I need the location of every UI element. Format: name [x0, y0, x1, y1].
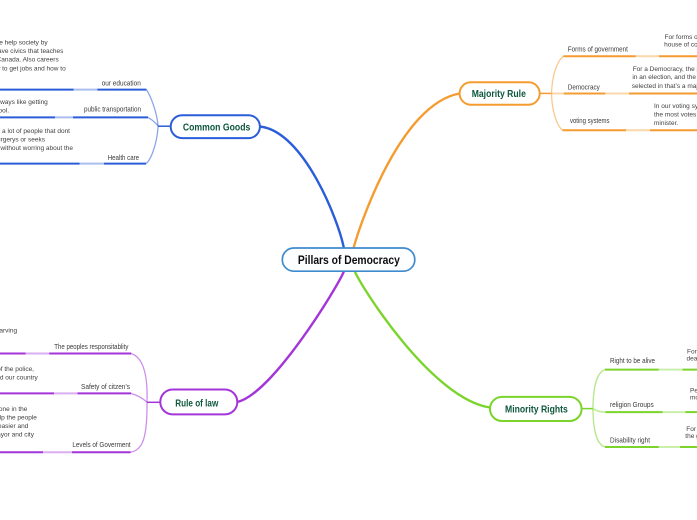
svg-text:For every person: For every person	[687, 348, 697, 355]
svg-text:and our country: and our country	[0, 374, 39, 381]
svg-text:public transportation: public transportation	[84, 105, 141, 114]
svg-text:need surgerys or seeks: need surgerys or seeks	[0, 136, 46, 143]
svg-text:Pillars of Democracy: Pillars of Democracy	[298, 255, 401, 267]
svg-text:here help society by: here help society by	[0, 40, 48, 47]
svg-text:religion Groups: religion Groups	[610, 400, 654, 409]
svg-text:For forms of government: For forms of government	[665, 34, 697, 41]
svg-text:from starving: from starving	[0, 328, 17, 335]
svg-text:in many ways like getting: in many ways like getting	[0, 99, 48, 106]
svg-text:Minority Rights: Minority Rights	[505, 404, 568, 415]
svg-text:Democracy: Democracy	[568, 82, 600, 91]
svg-text:everyone in the: everyone in the	[0, 406, 28, 413]
svg-text:help the people: help the people	[0, 414, 37, 421]
svg-text:because of the police,: because of the police,	[0, 366, 34, 373]
svg-text:the government: the government	[685, 433, 697, 440]
svg-text:selected in that’s a majority: selected in that’s a majority	[632, 83, 697, 90]
svg-text:the most votes wins: the most votes wins	[654, 112, 697, 119]
svg-text:Health care: Health care	[108, 153, 139, 162]
svg-text:In our voting system: In our voting system	[654, 103, 697, 110]
svg-text:easier and: easier and	[0, 423, 29, 430]
svg-text:Safety of citzen’s: Safety of citzen’s	[81, 382, 130, 391]
svg-text:The peoples responsitablity: The peoples responsitablity	[54, 342, 128, 351]
svg-text:about Canada. Also careers: about Canada. Also careers	[0, 57, 59, 64]
svg-text:death penalty: death penalty	[687, 355, 697, 362]
svg-text:minister.: minister.	[654, 120, 678, 127]
svg-text:People can have: People can have	[690, 387, 697, 394]
svg-text:For the disability: For the disability	[686, 426, 697, 433]
svg-text:Rule of law: Rule of law	[175, 399, 218, 410]
svg-text:Majority Rule: Majority Rule	[472, 89, 527, 100]
svg-text:we have civics that teaches: we have civics that teaches	[0, 48, 64, 55]
svg-text:Levels of Goverment: Levels of Goverment	[72, 440, 131, 449]
svg-text:our education: our education	[102, 79, 141, 88]
svg-text:treatment without worring abou: treatment without worring about the	[0, 145, 73, 152]
svg-text:to school.: to school.	[0, 108, 9, 115]
svg-text:how to get jobs and how to: how to get jobs and how to	[0, 65, 66, 72]
svg-text:For a Democracy, the party: For a Democracy, the party	[633, 66, 697, 73]
svg-text:Common Goods: Common Goods	[183, 122, 251, 133]
svg-text:mayor and city: mayor and city	[0, 432, 35, 439]
svg-text:voting systems: voting systems	[570, 116, 610, 125]
svg-text:in an election, and the person: in an election, and the person	[632, 74, 697, 81]
svg-text:Disability right: Disability right	[610, 435, 651, 444]
svg-text:Forms of government: Forms of government	[568, 44, 629, 53]
svg-text:more religions: more religions	[690, 394, 697, 401]
svg-text:house of commons have: house of commons have	[664, 42, 697, 49]
svg-text:Right to be alive: Right to be alive	[610, 356, 655, 365]
